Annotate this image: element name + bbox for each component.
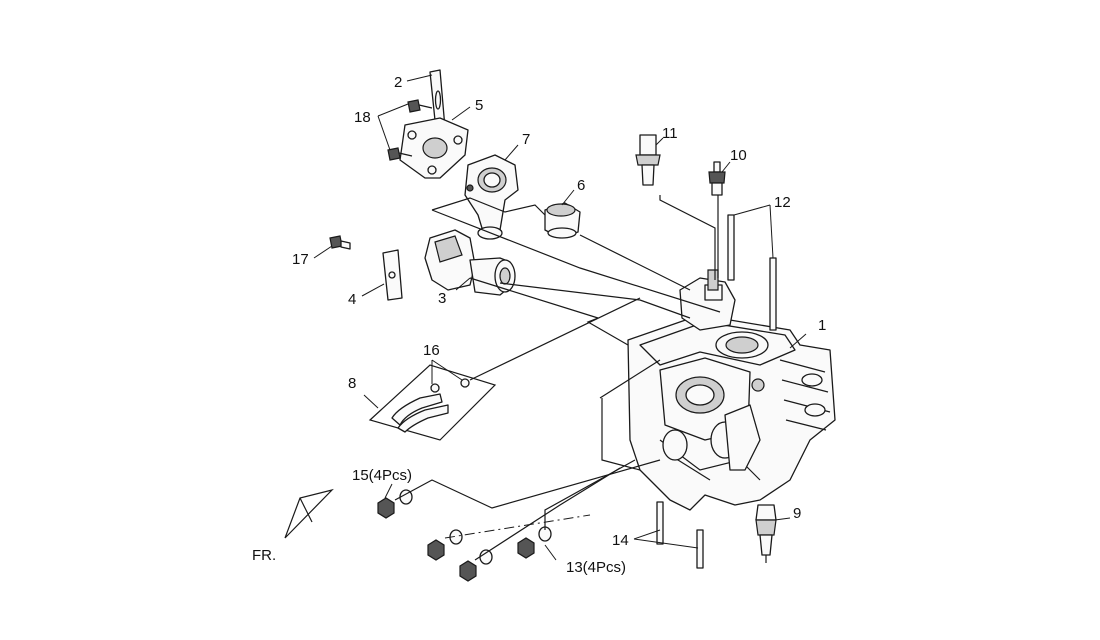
front-direction-arrow-icon — [284, 488, 334, 539]
callout-13: 13(4Pcs) — [566, 559, 626, 576]
cam-plate — [382, 249, 403, 301]
stud-bolts-12 — [727, 214, 777, 331]
temperature-sensor — [635, 134, 661, 186]
callout-6: 6 — [577, 177, 585, 194]
callout-3: 3 — [438, 290, 446, 307]
callout-16: 16 — [423, 342, 440, 359]
leader-lines — [313, 74, 807, 561]
callout-4: 4 — [348, 291, 356, 308]
callout-18: 18 — [354, 109, 371, 126]
bleeder-bolt — [708, 161, 726, 196]
callout-labels: 1 2 3 4 5 6 7 8 9 10 11 12 13(4Pcs) 14 1… — [252, 74, 826, 576]
stud-bolts-14 — [656, 501, 704, 569]
callout-11: 11 — [662, 125, 678, 142]
hose-kit — [368, 364, 497, 441]
callout-1: 1 — [818, 317, 826, 334]
callout-12: 12 — [774, 194, 791, 211]
camshaft — [424, 229, 516, 296]
callout-10: 10 — [730, 147, 747, 164]
callout-17: 17 — [292, 251, 309, 268]
callout-2: 2 — [394, 74, 402, 91]
nuts-washers — [377, 489, 552, 582]
bolts-18 — [387, 99, 433, 161]
callout-7: 7 — [522, 131, 530, 148]
cylinder-head — [627, 269, 836, 511]
bolt-17 — [329, 235, 351, 250]
callout-5: 5 — [475, 97, 483, 114]
callout-15: 15(4Pcs) — [352, 467, 412, 484]
direction-label: FR. — [252, 547, 276, 564]
water-outlet-cover — [399, 117, 469, 179]
assembly-lines — [394, 195, 721, 561]
callout-9: 9 — [793, 505, 801, 522]
callout-14: 14 — [612, 532, 629, 549]
callout-8: 8 — [348, 375, 356, 392]
thermostat — [544, 202, 581, 239]
thermostat-housing — [464, 154, 519, 240]
spark-plug — [755, 504, 777, 563]
